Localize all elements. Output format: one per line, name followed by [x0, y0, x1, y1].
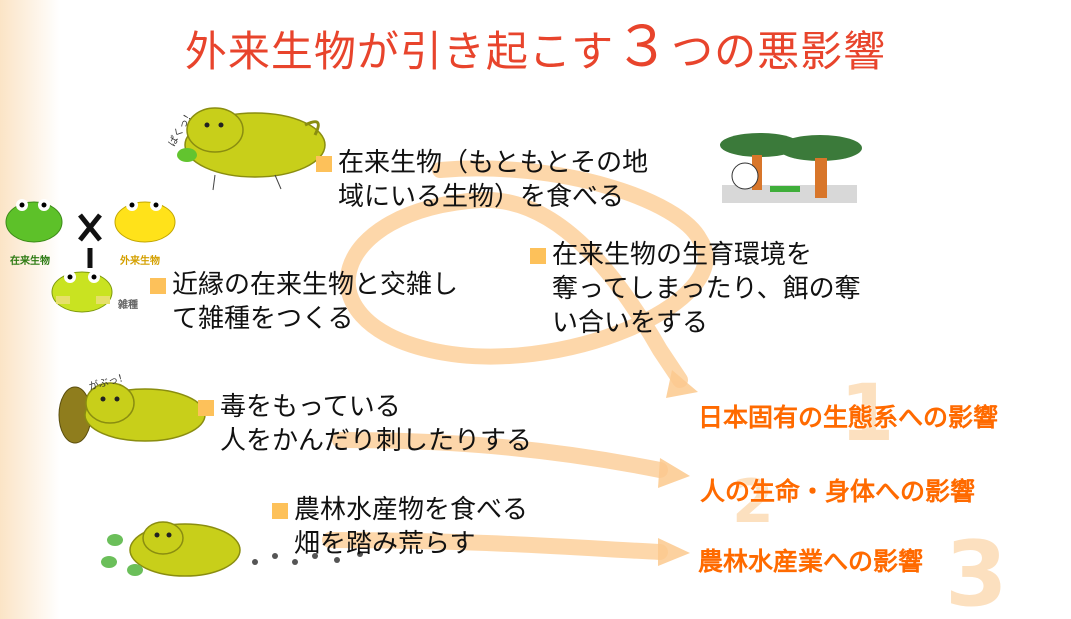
impact-agriculture: 農林水産業への影響	[698, 547, 924, 576]
native-frog-icon	[5, 199, 63, 243]
item-text: 域にいる生物）を食べる	[338, 182, 625, 212]
alien-frog-icon	[114, 199, 176, 243]
swirl-arrow	[340, 160, 714, 388]
impact-number-1: 1	[840, 369, 894, 459]
bullet-icon	[272, 502, 288, 519]
item-text: 在来生物（もともとその地	[338, 148, 649, 178]
left-gradient-edge	[0, 0, 60, 619]
item-text: 農林水産物を食べる	[294, 495, 529, 525]
item-text: 在来生物の生育環境を	[552, 240, 813, 270]
effect-item-poison: 毒をもっている 人をかんだり刺したりする	[198, 390, 532, 458]
cross-mark-icon	[78, 213, 102, 268]
item-text: 近縁の在来生物と交雑し	[172, 270, 459, 300]
effect-item-habitat: 在来生物の生育環境を 奪ってしまったり、餌の奪 い合いをする	[530, 238, 861, 340]
native-frog-label: 在来生物	[10, 256, 50, 267]
arrowhead-3	[658, 538, 690, 566]
item-text: 奪ってしまったり、餌の奪	[552, 274, 861, 304]
bullet-icon	[198, 399, 214, 416]
item-text: 人をかんだり刺したりする	[220, 426, 533, 456]
arrow-to-impact-3	[322, 532, 668, 560]
impact-ecosystem: 日本固有の生態系への影響	[698, 403, 999, 432]
alien-creature-biting	[58, 382, 206, 444]
alien-creature-crops	[101, 521, 363, 577]
effect-item-eat-native: 在来生物（もともとその地 域にいる生物）を食べる	[316, 146, 648, 214]
arrowhead-1	[666, 370, 698, 398]
bullet-icon	[316, 155, 332, 172]
impact-human-life: 人の生命・身体への影響	[700, 477, 976, 506]
alien-frog-label: 外来生物	[120, 256, 160, 267]
page-title: 外来生物が引き起こす３つの悪影響	[0, 2, 1071, 83]
alien-creature-eating	[177, 107, 326, 191]
title-prefix: 外来生物が引き起こす	[184, 27, 615, 76]
title-number: ３	[614, 15, 672, 80]
item-text: て雑種をつくる	[172, 304, 354, 334]
impact-number-2: 2	[732, 467, 774, 537]
effect-item-hybrid: 近縁の在来生物と交雑し て雑種をつくる	[150, 268, 458, 336]
bullet-icon	[150, 277, 166, 294]
hybrid-frog-label: 雑種	[118, 300, 138, 311]
item-text: 毒をもっている	[220, 392, 401, 422]
hybrid-frog-icon	[51, 271, 113, 313]
impact-number-3: 3	[945, 522, 1008, 619]
arrowhead-2	[658, 458, 690, 488]
tree-habitat-scene	[720, 133, 862, 203]
effect-item-crops: 農林水産物を食べる 畑を踏み荒らす	[272, 493, 528, 561]
item-text: 畑を踏み荒らす	[294, 529, 476, 559]
item-text: い合いをする	[552, 308, 709, 338]
title-suffix: つの悪影響	[671, 27, 887, 76]
arrow-to-impact-2	[332, 432, 668, 478]
bullet-icon	[530, 247, 546, 264]
